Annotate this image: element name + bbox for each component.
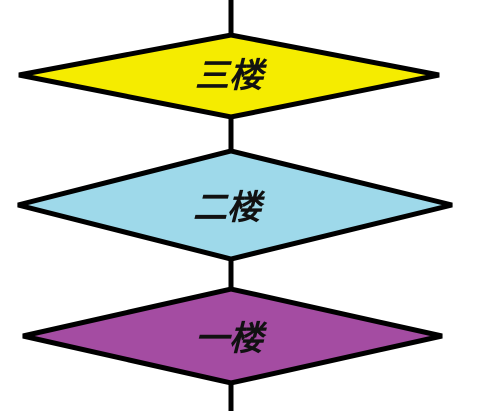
floor-diamond-3 — [18, 32, 440, 120]
floor-node-1: 一楼 — [22, 286, 443, 386]
floor-diamond-2 — [17, 148, 453, 262]
floor-node-2: 二楼 — [17, 148, 453, 262]
floor-label-1: 一楼 — [195, 319, 268, 359]
floor-label-2: 二楼 — [193, 188, 266, 228]
floor-diamond-1 — [22, 286, 443, 386]
floor-label-3: 三楼 — [195, 56, 268, 96]
floor-node-3: 三楼 — [18, 32, 440, 120]
